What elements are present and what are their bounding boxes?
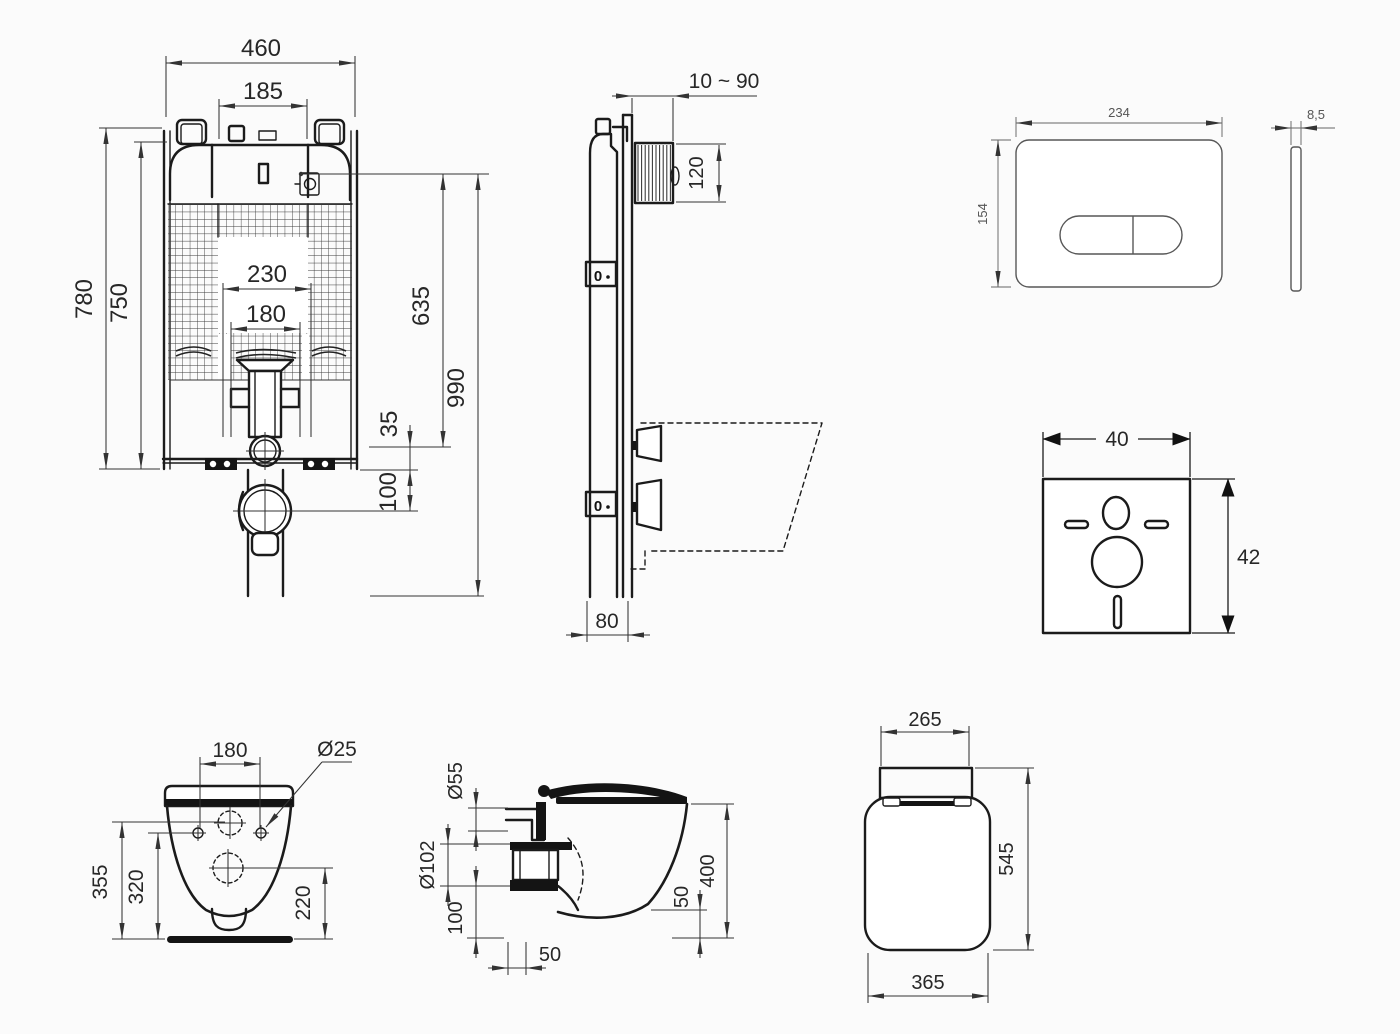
seat-hinge-knob <box>538 785 550 797</box>
bend-bracket-left <box>229 387 251 409</box>
dim-outlet-height: 100 <box>445 901 467 934</box>
drain-clip <box>237 490 245 532</box>
dim-bottom-clearance: 50 <box>671 886 693 908</box>
service-slot <box>257 162 270 185</box>
cistern-left-shoulder <box>168 143 214 202</box>
dim-inlet-box-height: 120 <box>686 156 708 189</box>
trap-dashed <box>567 837 584 901</box>
dim-mat-height: 42 <box>1237 546 1260 569</box>
dim-frame-height: 780 <box>71 279 98 319</box>
outlet-flange-top <box>510 842 572 850</box>
dim-mat-width: 40 <box>1105 428 1128 451</box>
dim-cistern-width: 185 <box>243 78 283 105</box>
dim-bolt-spacing: 180 <box>212 739 247 762</box>
seat-hinge-left <box>882 797 901 807</box>
bowl-nozzle-bump <box>210 907 248 932</box>
dim-seat-width: 365 <box>911 972 944 994</box>
dim-cistern-height: 750 <box>106 283 133 323</box>
hanger-hook <box>611 125 629 143</box>
fixing-mark-upper: 0 <box>594 268 602 285</box>
seat-profile <box>545 783 687 804</box>
flush-plate-side-view: 8,5 <box>1271 107 1335 292</box>
fixing-point-upper <box>584 260 618 288</box>
cistern-profile <box>588 132 619 599</box>
flush-plate-front-view: 234 154 <box>975 105 1223 288</box>
fixing-point-lower <box>584 490 618 518</box>
dim-inlet-diameter: Ø55 <box>445 762 467 800</box>
dim-plate-width: 234 <box>1108 105 1130 120</box>
dim-inner-width: 230 <box>247 261 287 288</box>
bowl-rear-view: 180 Ø25 355 320 220 <box>89 738 357 943</box>
bowl-profile <box>556 802 689 919</box>
dim-outlet-drop: 100 <box>375 472 402 512</box>
bowl-side-view: Ø55 Ø102 100 50 50 400 <box>417 762 734 975</box>
dim-total-height: 990 <box>443 368 470 408</box>
dim-plate-height: 154 <box>975 203 990 225</box>
seat-hinge-band <box>883 801 971 806</box>
mat-outlet-cutout <box>1090 535 1144 589</box>
floor-bar <box>167 936 293 943</box>
insulation-mat <box>1041 477 1192 635</box>
seat-hinge-right <box>953 797 972 807</box>
dim-rear-height-bolts: 320 <box>125 869 148 904</box>
dim-wall-clearance: 50 <box>539 944 561 966</box>
dim-outlet-diameter: Ø102 <box>417 841 439 890</box>
flush-plate-edge <box>1290 146 1302 292</box>
mounting-bolt-lower <box>635 478 663 532</box>
dim-seat-hinge-width: 265 <box>908 709 941 731</box>
right-foot <box>303 458 335 470</box>
dim-wall-range: 10 ~ 90 <box>689 70 760 93</box>
mat-left-slot <box>1063 519 1090 530</box>
bend-bracket-right <box>279 387 301 409</box>
seat-outline <box>863 795 992 952</box>
mat-top-cutout <box>1101 495 1131 531</box>
dim-bowl-height: 400 <box>697 854 719 887</box>
dim-bend-width: 180 <box>246 301 286 328</box>
dim-rear-height-total: 355 <box>89 864 112 899</box>
rim-band <box>556 797 687 804</box>
flush-bend-pipe <box>247 369 283 439</box>
dim-outlet-gap: 35 <box>376 411 403 438</box>
seat-top-view: 265 545 365 <box>863 709 1034 1003</box>
drain-tongue <box>250 531 280 557</box>
bowl-rim-band <box>165 799 293 806</box>
bowl-outline-dashed <box>640 422 823 552</box>
dim-rear-height-outlet: 220 <box>292 885 315 920</box>
dim-frame-depth: 80 <box>595 610 618 633</box>
mat-bottom-slot <box>1112 594 1123 630</box>
filling-valve-stub <box>227 124 246 143</box>
fixing-mark-lower: 0 <box>594 498 602 515</box>
mat-right-slot <box>1143 519 1170 530</box>
flush-plate <box>1015 139 1223 288</box>
water-mark <box>175 346 212 352</box>
dim-frame-total-width: 460 <box>241 35 281 62</box>
flush-pipe-stub <box>594 117 612 136</box>
dim-seat-length: 545 <box>996 842 1018 875</box>
bowl-body <box>165 804 293 918</box>
insulation-mat-view: 40 42 <box>1041 428 1260 635</box>
dim-valve-height: 635 <box>408 286 435 326</box>
flush-button <box>1059 215 1183 255</box>
frame-front-view: 460 185 230 180 780 750 635 990 35 100 <box>71 35 489 598</box>
dim-plate-thickness: 8,5 <box>1307 107 1325 122</box>
mounting-bolt-upper <box>635 424 663 463</box>
tank-outline <box>878 766 974 800</box>
dim-bolt-diameter: Ø25 <box>317 738 357 761</box>
outlet-flange-bottom <box>510 880 558 891</box>
frame-side-view: 0 0 10 ~ 90 120 80 <box>566 70 823 642</box>
